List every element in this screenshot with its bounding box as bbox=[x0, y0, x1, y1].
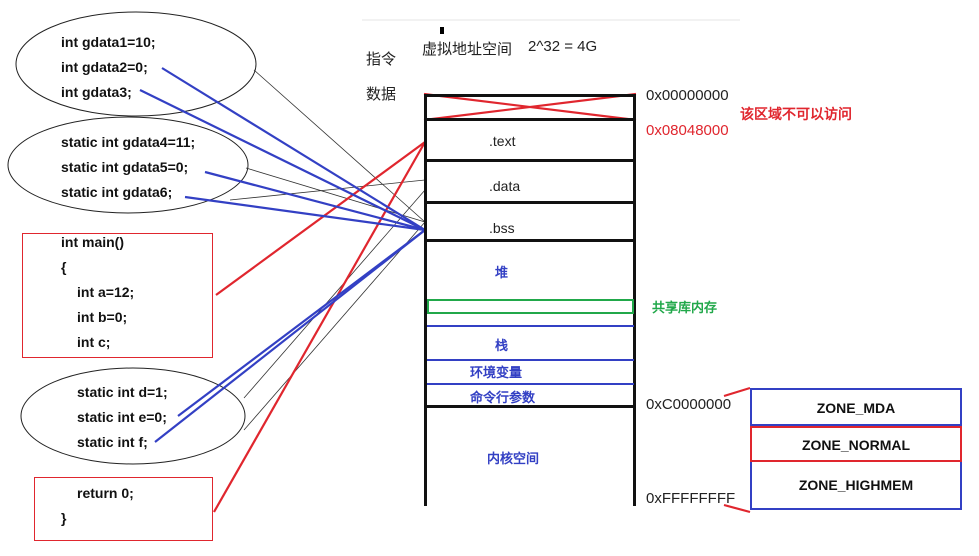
address-kernel-start: 0xC0000000 bbox=[646, 396, 732, 413]
segment-bss: .bss bbox=[424, 204, 636, 242]
segment-data-label: .data bbox=[489, 178, 521, 194]
segment-kernel: 内核空间 bbox=[424, 408, 636, 506]
instruction-label: 指令 bbox=[366, 51, 397, 68]
code-main-signature: int main() bbox=[61, 234, 124, 250]
zone-mda: ZONE_MDA bbox=[750, 388, 962, 426]
code-gdata5: static int gdata5=0; bbox=[61, 159, 189, 175]
code-gdata1: int gdata1=10; bbox=[61, 34, 156, 50]
segment-args-label: 命令行参数 bbox=[470, 390, 536, 405]
divider-args-top bbox=[427, 383, 634, 385]
main-function-box bbox=[22, 233, 213, 358]
segment-data: .data bbox=[424, 162, 636, 204]
zone-normal: ZONE_NORMAL bbox=[750, 426, 962, 462]
zone-mda-label: ZONE_MDA bbox=[816, 400, 896, 416]
code-local-b: int b=0; bbox=[77, 309, 128, 325]
segment-stack-label: 栈 bbox=[495, 338, 509, 353]
code-static-d: static int d=1; bbox=[77, 384, 168, 400]
address-space-size: 2^32 = 4G bbox=[528, 38, 598, 55]
segment-forbidden bbox=[424, 94, 636, 121]
code-return: return 0; bbox=[77, 485, 134, 501]
segment-text-label: .text bbox=[489, 133, 516, 149]
diagram-title: 虚拟地址空间 bbox=[422, 41, 513, 58]
zone-highmem-label: ZONE_HIGHMEM bbox=[798, 477, 914, 493]
code-gdata3: int gdata3; bbox=[61, 84, 132, 100]
data-label: 数据 bbox=[366, 86, 397, 103]
divider-stack-top bbox=[427, 325, 634, 327]
zone-normal-label: ZONE_NORMAL bbox=[801, 437, 911, 453]
divider-env-top bbox=[427, 359, 634, 361]
address-text-start: 0x08048000 bbox=[646, 122, 729, 139]
code-close-brace: } bbox=[61, 510, 67, 526]
code-open-brace: { bbox=[61, 259, 67, 275]
code-static-f: static int f; bbox=[77, 434, 148, 450]
address-max: 0xFFFFFFFF bbox=[646, 490, 736, 507]
segment-text: .text bbox=[424, 121, 636, 162]
segment-env-label: 环境变量 bbox=[470, 365, 523, 380]
code-local-a: int a=12; bbox=[77, 284, 135, 300]
code-gdata6: static int gdata6; bbox=[61, 184, 173, 200]
segment-shared-lib bbox=[427, 299, 634, 314]
no-access-note: 该区域不可以访问 bbox=[740, 106, 852, 122]
segment-kernel-label: 内核空间 bbox=[487, 451, 540, 466]
zone-highmem: ZONE_HIGHMEM bbox=[750, 462, 962, 510]
segment-heap-label: 堆 bbox=[495, 265, 509, 280]
code-static-e: static int e=0; bbox=[77, 409, 167, 425]
return-box bbox=[34, 477, 213, 541]
segment-user bbox=[424, 242, 636, 408]
address-zero: 0x00000000 bbox=[646, 87, 729, 104]
code-local-c: int c; bbox=[77, 334, 111, 350]
code-gdata2: int gdata2=0; bbox=[61, 59, 148, 75]
segment-bss-label: .bss bbox=[489, 220, 515, 236]
shared-lib-label: 共享库内存 bbox=[652, 300, 718, 315]
code-gdata4: static int gdata4=11; bbox=[61, 134, 196, 150]
